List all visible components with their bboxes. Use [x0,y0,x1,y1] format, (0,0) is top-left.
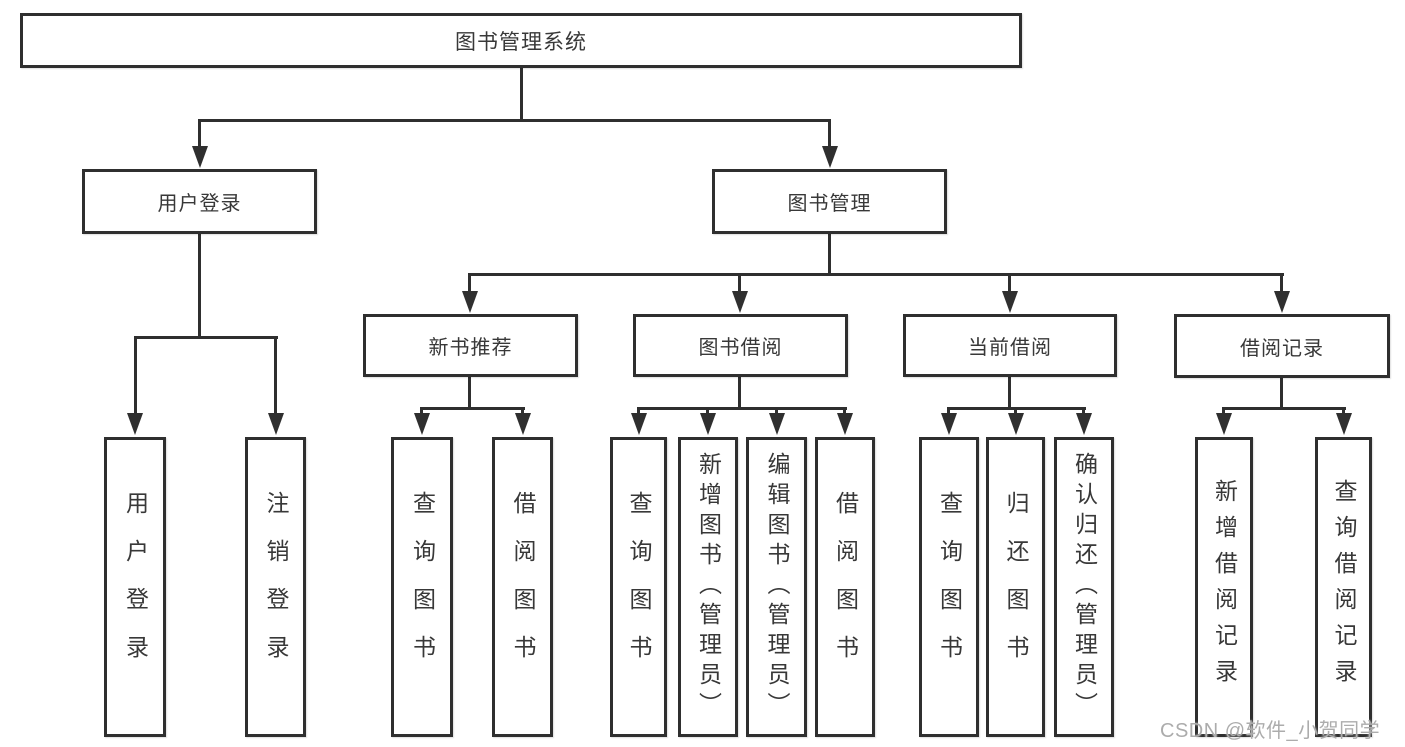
leaf-query-borrow-record: 查询借阅记录 [1315,437,1372,737]
arrow-down-icon [1076,413,1092,435]
node-borrow-records: 借阅记录 [1174,314,1390,378]
node-borrow-records-label: 借阅记录 [1240,337,1324,360]
arrow-down-icon [1007,413,1024,435]
arrow-down-icon [768,413,785,435]
connector-drop [1222,407,1225,415]
arrow-down-icon [700,413,716,435]
arrow-down-icon [1274,291,1290,313]
connector-root-stem [520,68,523,121]
node-new-book-recommend-label: 新书推荐 [428,337,513,359]
arrow-down-icon [191,146,208,168]
connector-user-login-rail [134,336,278,339]
leaf-borrow-books-recommend-label: 借阅图书 [510,491,536,683]
connector-drop [637,407,640,415]
connector-drop [274,336,277,415]
leaf-query-books-current-label: 查询图书 [936,491,963,683]
node-book-borrow-label: 图书借阅 [698,337,783,359]
connector-drop [947,407,950,415]
leaf-query-books-borrow: 查询图书 [610,437,667,737]
leaf-confirm-return-admin-label: 确认归还（管理员） [1071,452,1098,722]
leaf-return-books: 归还图书 [986,437,1045,737]
arrow-down-icon [514,413,531,435]
leaf-confirm-return-admin: 确认归还（管理员） [1054,437,1114,737]
arrow-down-icon [941,413,957,435]
connector-drop [738,273,741,293]
node-book-borrow: 图书借阅 [633,314,848,377]
node-user-login-label: 用户登录 [157,193,242,215]
connector-drop [706,407,709,415]
connector-drop [134,336,137,415]
connector-new-book-rail [420,407,525,410]
connector-book-mgmt-drop [828,119,831,149]
connector-user-login-stem [198,234,201,339]
connector-book-borrow-stem [738,377,741,410]
connector-drop [843,407,846,415]
connector-level3-rail [468,273,1284,276]
connector-book-borrow-rail [637,407,847,410]
watermark: CSDN @软件_小贺同学 [1160,720,1381,742]
node-current-borrow-label: 当前借阅 [968,337,1052,359]
connector-drop [1342,407,1345,415]
leaf-query-books-recommend: 查询图书 [391,437,453,737]
arrow-down-icon [267,413,284,435]
arrow-down-icon [630,413,647,435]
node-root: 图书管理系统 [20,13,1022,68]
arrow-down-icon [127,413,143,435]
node-book-management: 图书管理 [712,169,947,234]
node-current-borrow: 当前借阅 [903,314,1117,377]
leaf-query-books-borrow-label: 查询图书 [626,491,652,683]
node-new-book-recommend: 新书推荐 [363,314,578,377]
node-book-management-label: 图书管理 [787,193,872,215]
leaf-logout: 注销登录 [245,437,306,737]
leaf-add-books-admin-label: 新增图书（管理员） [695,452,722,722]
leaf-return-books-label: 归还图书 [1003,491,1029,683]
leaf-borrow-books: 借阅图书 [815,437,875,737]
node-root-label: 图书管理系统 [455,30,587,54]
leaf-add-books-admin: 新增图书（管理员） [678,437,738,737]
leaf-add-borrow-record-label: 新增借阅记录 [1211,479,1238,695]
arrow-down-icon [1216,413,1232,435]
connector-drop [775,407,778,415]
connector-book-mgmt-stem [828,234,831,276]
connector-drop [1014,407,1017,415]
arrow-down-icon [414,413,430,435]
leaf-add-borrow-record: 新增借阅记录 [1195,437,1253,737]
node-user-login: 用户登录 [82,169,317,234]
connector-drop [1280,273,1283,293]
leaf-borrow-books-recommend: 借阅图书 [492,437,553,737]
connector-drop [521,407,524,415]
connector-current-borrow-stem [1008,377,1011,410]
leaf-query-borrow-record-label: 查询借阅记录 [1331,479,1357,695]
connector-drop [468,273,471,293]
leaf-query-books-current: 查询图书 [919,437,979,737]
leaf-query-books-recommend-label: 查询图书 [409,491,436,683]
leaf-logout-label: 注销登录 [263,491,289,683]
connector-drop [1082,407,1085,415]
arrow-down-icon [1335,413,1352,435]
arrow-down-icon [837,413,853,435]
leaf-edit-books-admin-label: 编辑图书（管理员） [764,452,790,722]
leaf-user-login-label: 用户登录 [122,491,149,683]
connector-user-login-drop [198,119,201,149]
arrow-down-icon [732,291,748,313]
connector-borrow-record-stem [1280,378,1283,410]
arrow-down-icon [1002,291,1018,313]
connector-new-book-stem [468,377,471,410]
arrow-down-icon [821,146,838,168]
leaf-edit-books-admin: 编辑图书（管理员） [746,437,807,737]
connector-level2-rail [198,119,831,122]
connector-drop [1008,273,1011,293]
connector-drop [420,407,423,415]
arrow-down-icon [462,291,478,313]
connector-borrow-record-rail [1222,407,1346,410]
leaf-borrow-books-label: 借阅图书 [832,491,859,683]
leaf-user-login: 用户登录 [104,437,166,737]
